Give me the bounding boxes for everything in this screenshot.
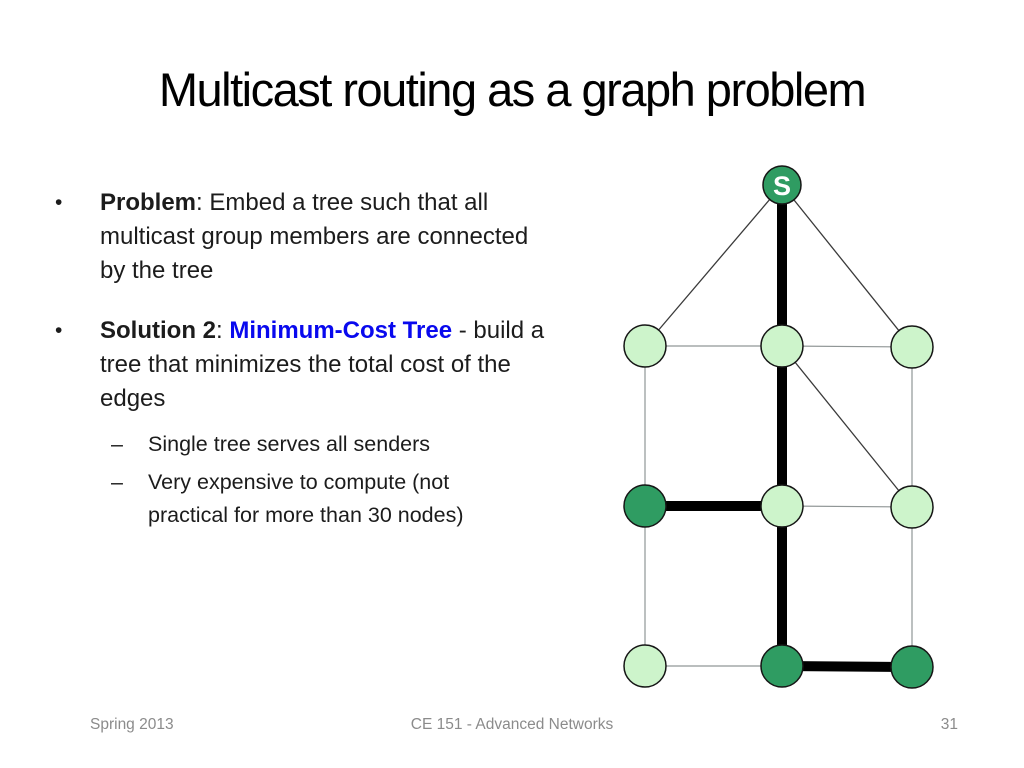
graph-node-b1 xyxy=(623,644,667,688)
footer-course-name: CE 151 - Advanced Networks xyxy=(410,716,614,733)
graph-node-s xyxy=(762,165,802,205)
bullet-marker: – xyxy=(111,432,123,456)
graph-node-a2 xyxy=(760,484,804,528)
graph-edge-m2-m3 xyxy=(781,345,913,348)
graph-node-a1 xyxy=(623,484,667,528)
bullet-item: • Solution 2: Minimum-Cost Tree - build a… xyxy=(55,314,565,416)
graph-edge-m2-a3 xyxy=(781,345,913,508)
bullet-marker: – xyxy=(111,470,123,494)
graph-node-m3 xyxy=(890,325,934,369)
bullet-marker: • xyxy=(55,319,63,342)
graph-node-a3 xyxy=(890,485,934,529)
bullet-list: • Problem: Embed a tree such that all mul… xyxy=(55,186,565,537)
graph-edge-s-m1 xyxy=(644,184,783,347)
footer-page-number: 31 xyxy=(940,716,958,733)
bullet-marker: • xyxy=(55,191,63,214)
slide-title: Multicast routing as a graph problem xyxy=(158,63,867,116)
graph-node-b3 xyxy=(890,645,934,689)
source-node-label: S xyxy=(773,171,791,201)
graph-node-m1 xyxy=(623,324,667,368)
graph-node-m2 xyxy=(760,324,804,368)
bullet-text: Problem: Embed a tree such that all mult… xyxy=(100,189,529,284)
graph-node-b2 xyxy=(760,644,804,688)
sub-bullet-item: – Very expensive to compute (not practica… xyxy=(111,466,565,532)
footer-date: Spring 2013 xyxy=(90,716,174,733)
bullet-text: Very expensive to compute (not practical… xyxy=(148,470,464,527)
graph-edge-s-m3 xyxy=(781,184,913,348)
slide-footer: Spring 2013 CE 151 - Advanced Networks 3… xyxy=(0,716,1024,740)
bullet-item: • Problem: Embed a tree such that all mul… xyxy=(55,186,565,288)
bullet-text: Solution 2: Minimum-Cost Tree - build a … xyxy=(100,317,545,412)
graph-edge-b2-b3 xyxy=(781,661,913,672)
bullet-text: Single tree serves all senders xyxy=(148,432,431,456)
graph-edge-a2-a3 xyxy=(781,505,913,508)
sub-bullet-item: – Single tree serves all senders xyxy=(111,428,565,461)
